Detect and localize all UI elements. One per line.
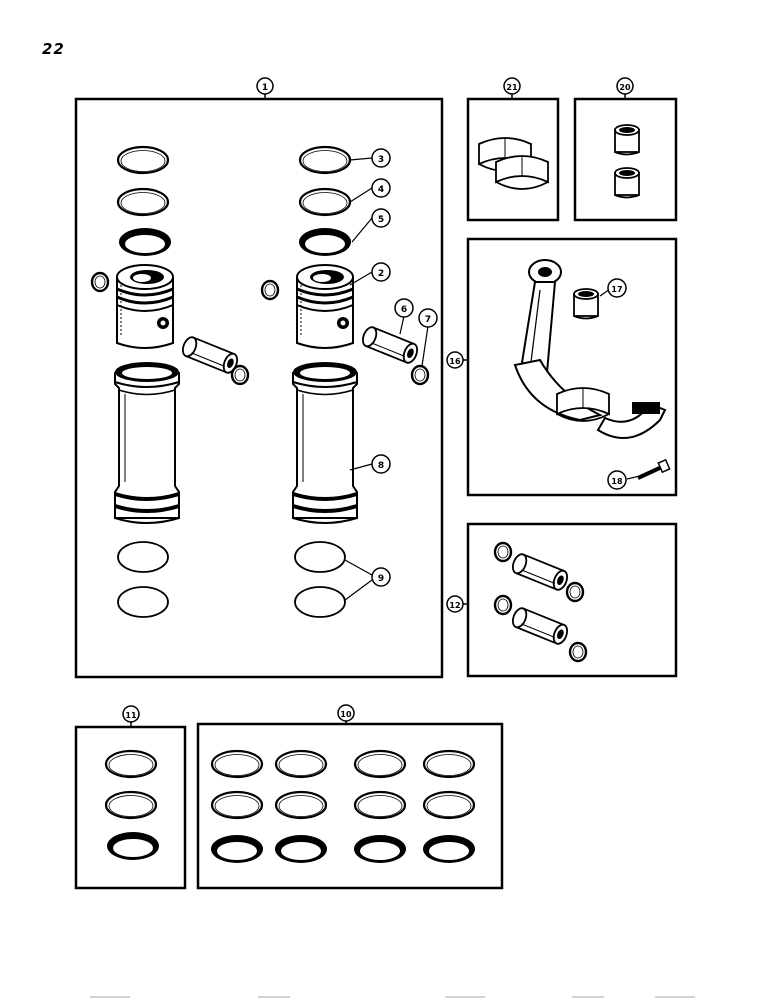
callout-9[interactable]: 9 [371,567,391,587]
piston-ring-right-1 [298,145,352,175]
svg-text:2: 2 [378,269,384,279]
pin-kit-snap-3 [493,594,513,616]
pin-kit-snap-2 [565,581,585,603]
svg-text:21: 21 [506,83,518,92]
svg-text:10: 10 [340,710,352,719]
callout-2[interactable]: 2 [371,262,391,282]
kit-box-10 [196,722,504,890]
svg-text:1: 1 [262,83,268,93]
callout-1[interactable]: 1 [256,77,274,95]
svg-text:20: 20 [619,83,631,92]
callout-21[interactable]: 21 [503,77,521,95]
callout-6[interactable]: 6 [394,298,414,318]
ring-set-10-a1 [210,749,264,779]
rod-bushing [573,288,599,320]
snap-ring-right-a [260,279,280,301]
piston-right [295,263,355,350]
ring-set-10-d1 [422,749,476,779]
svg-text:4: 4 [378,185,384,195]
ring-set-10-c3 [354,835,406,863]
ring-set-11-top [104,749,158,779]
pin-kit-pin-1 [509,551,571,593]
callout-4[interactable]: 4 [371,178,391,198]
ring-set-10-a2 [210,790,264,820]
svg-text:3: 3 [378,155,384,165]
piston-ring-left-2 [116,187,170,217]
svg-text:8: 8 [378,461,384,471]
svg-text:16: 16 [449,357,461,366]
callout-8[interactable]: 8 [371,454,391,474]
ring-set-10-d2 [422,790,476,820]
rod-cap [596,402,667,439]
bushing-lower [614,167,640,199]
ring-set-10-c1 [353,749,407,779]
piston-ring-right-2 [298,187,352,217]
svg-text:9: 9 [378,574,384,584]
callout-12[interactable]: 12 [446,595,464,613]
o-ring-right-2 [294,586,346,618]
ring-set-10-b1 [274,749,328,779]
svg-text:11: 11 [125,711,137,720]
svg-text:7: 7 [425,315,431,325]
piston-left [115,263,175,350]
kit-box-16 [466,237,678,497]
ring-set-10-a3 [211,835,263,863]
pin-kit-snap-4 [568,641,588,663]
kit-box-20 [573,97,678,222]
svg-text:12: 12 [449,601,460,610]
ring-set-11-oil [107,832,159,860]
bearing-shell-lower [495,155,549,190]
callout-20[interactable]: 20 [616,77,634,95]
ring-set-10-d3 [423,835,475,863]
o-ring-right-1 [294,541,346,573]
page-number: 22 [42,40,65,58]
piston-pin-right [359,324,421,366]
callout-10[interactable]: 10 [337,704,355,722]
ring-set-10-c2 [353,790,407,820]
callout-7[interactable]: 7 [418,308,438,328]
callout-18[interactable]: 18 [607,470,627,490]
snap-ring-left-b [230,364,250,386]
piston-pin-left [179,334,241,376]
o-ring-left-1 [117,541,169,573]
snap-ring-right-b [410,364,430,386]
callout-17[interactable]: 17 [607,278,627,298]
connecting-rod [513,259,603,422]
ring-set-10-b2 [274,790,328,820]
ring-set-10-b3 [275,835,327,863]
o-ring-left-2 [117,586,169,618]
svg-text:6: 6 [401,305,407,315]
kit-box-1 [74,97,444,679]
cylinder-sleeve-right [291,360,359,525]
callout-11[interactable]: 11 [122,705,140,723]
callout-16[interactable]: 16 [446,351,464,369]
piston-ring-left-1 [116,145,170,175]
svg-text:5: 5 [378,215,384,225]
kit-box-12 [466,522,678,678]
ring-set-11-middle [104,790,158,820]
snap-ring-left-a [90,271,110,293]
svg-text:17: 17 [611,285,622,294]
oil-ring-left [119,228,171,256]
rod-bolt [637,458,671,480]
oil-ring-right [299,228,351,256]
pin-kit-snap-1 [493,541,513,563]
bushing-upper [614,124,640,156]
kit-box-21 [466,97,560,222]
cylinder-sleeve-left [113,360,181,525]
callout-3[interactable]: 3 [371,148,391,168]
callout-5[interactable]: 5 [371,208,391,228]
pin-kit-pin-2 [509,605,571,647]
svg-text:18: 18 [611,477,623,486]
